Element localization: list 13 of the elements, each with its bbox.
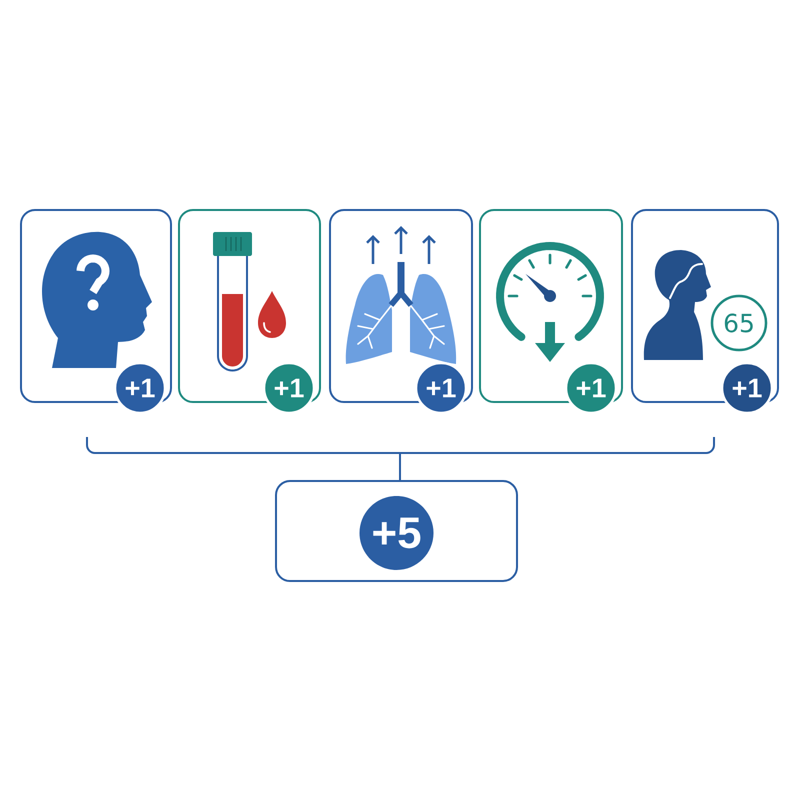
- score-badge: +1: [720, 362, 774, 414]
- score-badge: +1: [114, 362, 166, 414]
- card: [178, 209, 321, 403]
- score-badge: +1: [414, 362, 468, 414]
- total-box: [275, 480, 518, 582]
- card: [20, 209, 172, 403]
- score-badge: +1: [262, 362, 316, 414]
- card: [631, 209, 779, 403]
- score-badge: +1: [564, 362, 618, 414]
- total-badge: +5: [360, 496, 434, 570]
- card: [329, 209, 473, 403]
- age-badge: 65: [710, 294, 768, 352]
- card: [479, 209, 623, 403]
